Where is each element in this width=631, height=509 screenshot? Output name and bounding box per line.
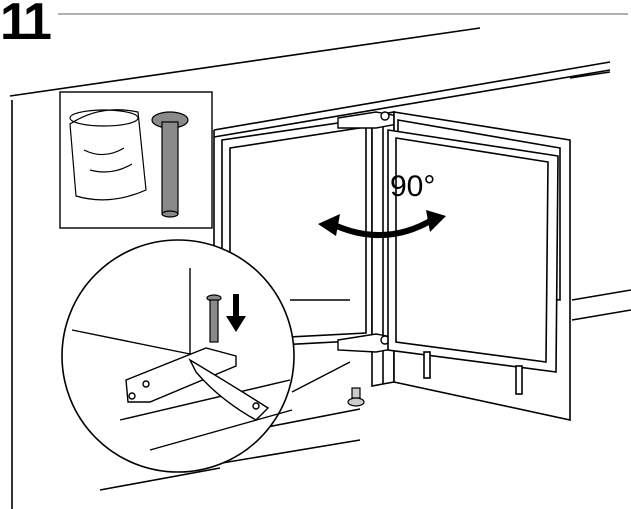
hinge-detail-magnifier (61, 239, 351, 473)
adjustable-foot (347, 387, 365, 407)
double-headed-curved-arrow-icon (318, 210, 446, 239)
step-number: 11 (0, 0, 52, 51)
down-arrow-icon (226, 294, 246, 332)
parts-bag-icon (69, 109, 147, 201)
hinge-pin-icon (206, 294, 222, 343)
hinge-pin-icon (151, 111, 189, 218)
parts-inset (59, 91, 213, 229)
door (387, 111, 571, 421)
rotation-angle-label: 90° (390, 170, 436, 203)
